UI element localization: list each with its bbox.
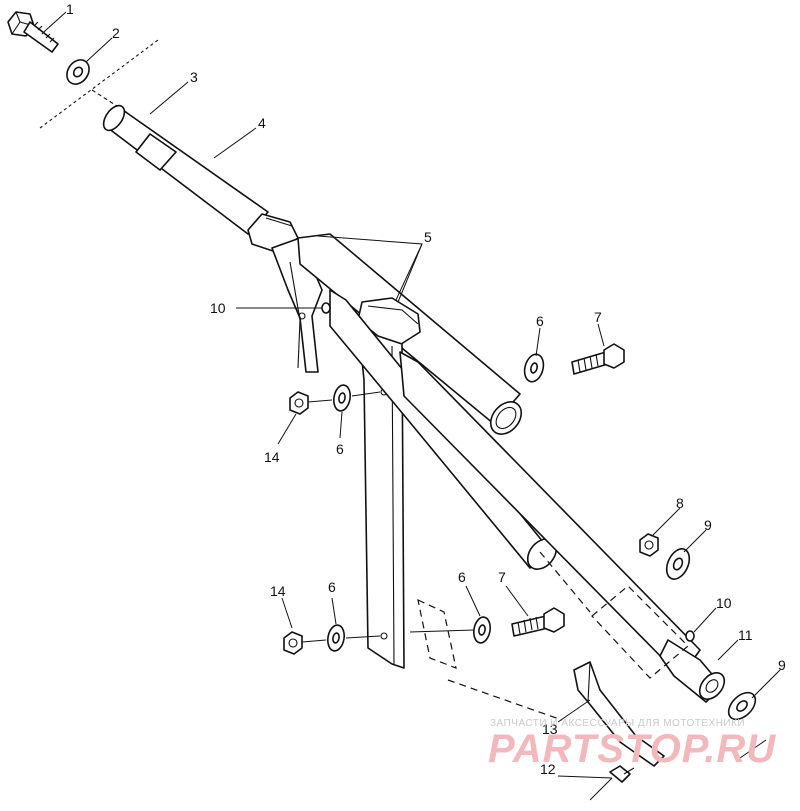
bolt-part-1 bbox=[7, 11, 59, 53]
callout-3: 3 bbox=[190, 69, 198, 85]
bushing-part-11 bbox=[659, 639, 726, 703]
washer-part-6-left bbox=[333, 384, 351, 412]
washer-part-9-upper bbox=[665, 548, 691, 580]
leader-lines bbox=[45, 11, 781, 801]
callout-7b: 7 bbox=[498, 569, 506, 585]
callout-12: 12 bbox=[540, 761, 556, 777]
callout-9a: 9 bbox=[704, 517, 712, 533]
washer-part-2 bbox=[66, 59, 90, 85]
callout-6c: 6 bbox=[328, 579, 336, 595]
callout-5: 5 bbox=[424, 229, 432, 245]
callout-6a: 6 bbox=[536, 313, 544, 329]
washer-part-6-upper bbox=[523, 353, 545, 383]
callout-6b: 6 bbox=[336, 441, 344, 457]
washer-part-6-lower-right bbox=[473, 616, 491, 644]
washer-part-6-lower-left bbox=[327, 624, 345, 652]
pin-part-10-upper bbox=[321, 302, 331, 314]
callout-10a: 10 bbox=[210, 300, 226, 316]
upper-tube bbox=[102, 104, 269, 235]
callout-8: 8 bbox=[676, 495, 684, 511]
nut-part-8 bbox=[639, 533, 659, 557]
callout-10b: 10 bbox=[716, 595, 732, 611]
center-line bbox=[39, 39, 159, 129]
nut-part-14-lower bbox=[283, 631, 303, 655]
nut-part-14-upper bbox=[289, 391, 309, 415]
callout-1: 1 bbox=[66, 1, 74, 17]
bracket-part-13 bbox=[573, 661, 665, 767]
callout-labels: 1 2 3 4 5 6 7 10 14 6 8 9 10 11 9 14 6 6… bbox=[66, 1, 786, 777]
callout-2: 2 bbox=[112, 25, 120, 41]
callout-11: 11 bbox=[738, 627, 753, 643]
callout-9b: 9 bbox=[778, 657, 786, 673]
watermark: ЗАПЧАСТИ И АКСЕССУАРЫ ДЛЯ МОТОТЕХНИКИ PA… bbox=[488, 718, 776, 771]
watermark-tagline: ЗАПЧАСТИ И АКСЕССУАРЫ ДЛЯ МОТОТЕХНИКИ bbox=[490, 718, 745, 729]
watermark-brand: PARTSTOP.RU bbox=[488, 727, 776, 771]
callout-14a: 14 bbox=[264, 449, 280, 465]
callout-13: 13 bbox=[542, 721, 558, 737]
callout-4: 4 bbox=[258, 115, 266, 131]
washer-part-9-lower bbox=[727, 691, 757, 721]
bolt-part-7-lower bbox=[511, 607, 565, 637]
bolt-part-7-upper bbox=[571, 343, 625, 375]
dashed-outlines bbox=[417, 551, 689, 721]
callout-7a: 7 bbox=[594, 309, 602, 325]
screw-part-12 bbox=[609, 765, 635, 783]
pin-part-10-lower bbox=[685, 630, 695, 642]
callout-6d: 6 bbox=[458, 569, 466, 585]
callout-14b: 14 bbox=[270, 583, 286, 599]
